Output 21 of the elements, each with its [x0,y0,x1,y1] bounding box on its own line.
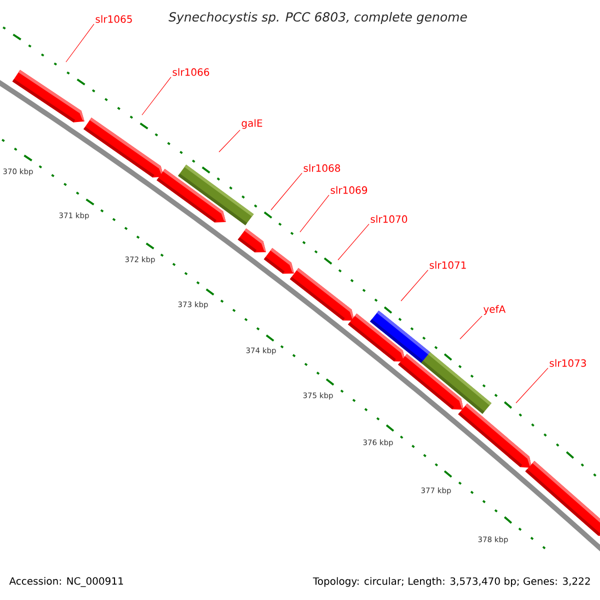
gene-label: slr1070 [370,215,408,223]
title: Synechocystis sp. PCC 6803, complete genome [168,12,467,24]
leader-line [66,24,94,62]
gene-label: slr1073 [550,359,586,367]
gene-label: slr1068 [304,164,340,172]
leader-line [338,224,370,260]
leader-line [218,130,240,152]
leader-line [400,270,428,302]
gene-label: slr1066 [172,68,210,76]
leader-line [270,172,302,210]
gene-label: slr1065 [96,15,132,23]
gene-label: galE [242,119,262,129]
summary-text: Topology: circular; Length: 3,573,470 bp; Genes: 3,222 [312,577,590,587]
leader-line [142,76,172,116]
gene-label: yefA [484,305,506,315]
leader-line [300,194,330,232]
gene-label: slr1069 [330,186,368,194]
gene-label: slr1071 [430,261,466,269]
accession-text: Accession: NC_000911 [9,577,123,587]
leader-line [460,316,482,340]
leader-line [516,368,548,404]
